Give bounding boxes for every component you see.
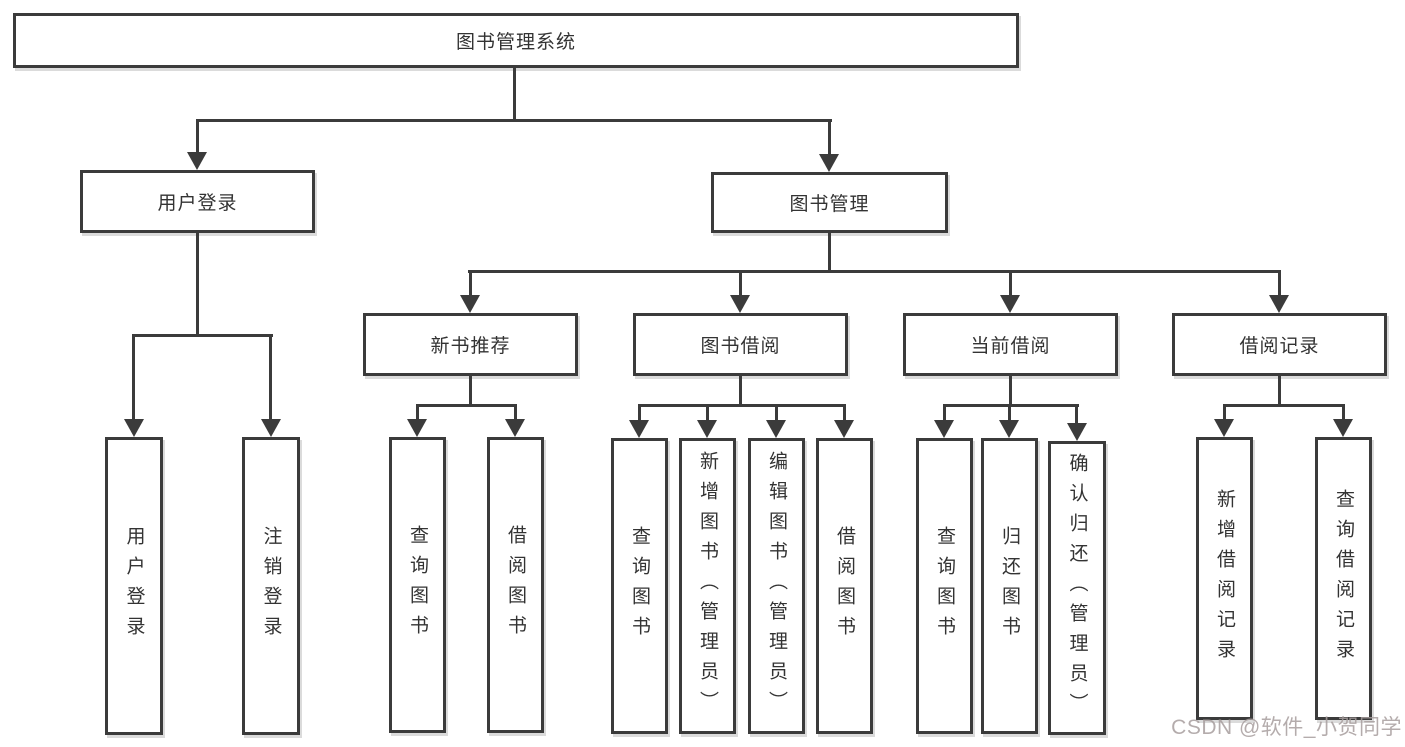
leaf-user-login: 用户登录: [105, 437, 163, 735]
connector-line: [1278, 376, 1281, 406]
node-new-book-recommend: 新书推荐: [363, 313, 578, 376]
arrow-down-icon: [1000, 295, 1020, 313]
connector-line: [416, 404, 419, 421]
node-book-management-system: 图书管理系统: [13, 13, 1019, 68]
connector-line: [469, 270, 472, 296]
connector-line: [196, 119, 832, 122]
leaf-borrow-books: 借阅图书: [816, 438, 873, 734]
node-label: 图书管理系统: [455, 32, 576, 53]
connector-line: [828, 119, 831, 156]
arrow-down-icon: [629, 420, 649, 438]
node-label: 当前借阅: [970, 336, 1051, 357]
leaf-edit-books-admin: 编辑图书（管理员）: [748, 438, 805, 734]
arrow-down-icon: [407, 419, 427, 437]
arrow-down-icon: [460, 295, 480, 313]
connector-line: [416, 404, 517, 407]
connector-line: [1223, 404, 1226, 421]
leaf-label: 借阅图书: [505, 525, 526, 645]
leaf-return-books: 归还图书: [981, 438, 1038, 734]
connector-line: [196, 119, 199, 154]
connector-line: [706, 404, 709, 422]
connector-line: [132, 334, 273, 337]
node-book-borrowing: 图书借阅: [633, 313, 848, 376]
arrow-down-icon: [834, 420, 854, 438]
connector-line: [1342, 404, 1345, 421]
leaf-label: 查询图书: [629, 526, 650, 646]
connector-line: [943, 404, 1079, 407]
leaf-label: 新增借阅记录: [1214, 488, 1235, 669]
connector-line: [828, 233, 831, 272]
connector-line: [513, 68, 516, 122]
connector-line: [468, 270, 1281, 273]
leaf-borrow-books: 借阅图书: [487, 437, 544, 733]
connector-line: [196, 233, 199, 336]
connector-line: [843, 404, 846, 422]
node-current-borrowing: 当前借阅: [903, 313, 1118, 376]
connector-line: [739, 376, 742, 406]
connector-line: [1009, 376, 1012, 406]
arrow-down-icon: [187, 152, 207, 170]
leaf-label: 编辑图书（管理员）: [766, 451, 787, 721]
connector-line: [1009, 270, 1012, 296]
arrow-down-icon: [1214, 419, 1234, 437]
connector-line: [514, 404, 517, 421]
leaf-label: 注销登录: [260, 526, 282, 646]
connector-line: [638, 404, 846, 407]
node-label: 图书管理: [789, 194, 870, 215]
node-user-login: 用户登录: [80, 170, 315, 233]
connector-line: [1075, 404, 1078, 425]
arrow-down-icon: [730, 295, 750, 313]
arrow-down-icon: [124, 419, 144, 437]
arrow-down-icon: [766, 420, 786, 438]
leaf-label: 借阅图书: [834, 526, 855, 646]
connector-line: [1008, 404, 1011, 422]
connector-line: [1223, 404, 1345, 407]
connector-line: [469, 376, 472, 406]
connector-line: [132, 334, 135, 421]
arrow-down-icon: [999, 420, 1019, 438]
leaf-label: 用户登录: [123, 526, 145, 646]
leaf-label: 归还图书: [999, 526, 1020, 646]
leaf-label: 查询借阅记录: [1333, 488, 1354, 669]
arrow-down-icon: [505, 419, 525, 437]
leaf-query-borrow-record: 查询借阅记录: [1315, 437, 1372, 720]
connector-line: [775, 404, 778, 422]
node-label: 用户登录: [157, 193, 238, 214]
leaf-label: 确认归还（管理员）: [1066, 453, 1088, 723]
leaf-label: 查询图书: [934, 526, 955, 646]
connector-line: [638, 404, 641, 422]
arrow-down-icon: [1333, 419, 1353, 437]
connector-line: [1278, 270, 1281, 296]
leaf-add-borrow-record: 新增借阅记录: [1196, 437, 1253, 720]
node-book-management: 图书管理: [711, 172, 948, 233]
node-label: 图书借阅: [700, 336, 781, 357]
arrow-down-icon: [819, 154, 839, 172]
leaf-query-books: 查询图书: [916, 438, 973, 734]
leaf-query-books: 查询图书: [389, 437, 446, 733]
csdn-watermark: CSDN @软件_小贺同学: [1171, 716, 1402, 739]
leaf-logout: 注销登录: [242, 437, 300, 735]
leaf-add-books-admin: 新增图书（管理员）: [679, 438, 736, 734]
connector-line: [739, 270, 742, 296]
node-label: 借阅记录: [1239, 336, 1320, 357]
connector-line: [269, 334, 272, 421]
node-borrowing-records: 借阅记录: [1172, 313, 1387, 376]
arrow-down-icon: [261, 419, 281, 437]
leaf-query-books: 查询图书: [611, 438, 668, 734]
connector-line: [943, 404, 946, 422]
leaf-label: 新增图书（管理员）: [697, 451, 718, 721]
leaf-label: 查询图书: [407, 525, 428, 645]
arrow-down-icon: [1067, 423, 1087, 441]
leaf-confirm-return-admin: 确认归还（管理员）: [1048, 441, 1106, 735]
arrow-down-icon: [934, 420, 954, 438]
node-label: 新书推荐: [430, 336, 511, 357]
arrow-down-icon: [697, 420, 717, 438]
arrow-down-icon: [1269, 295, 1289, 313]
